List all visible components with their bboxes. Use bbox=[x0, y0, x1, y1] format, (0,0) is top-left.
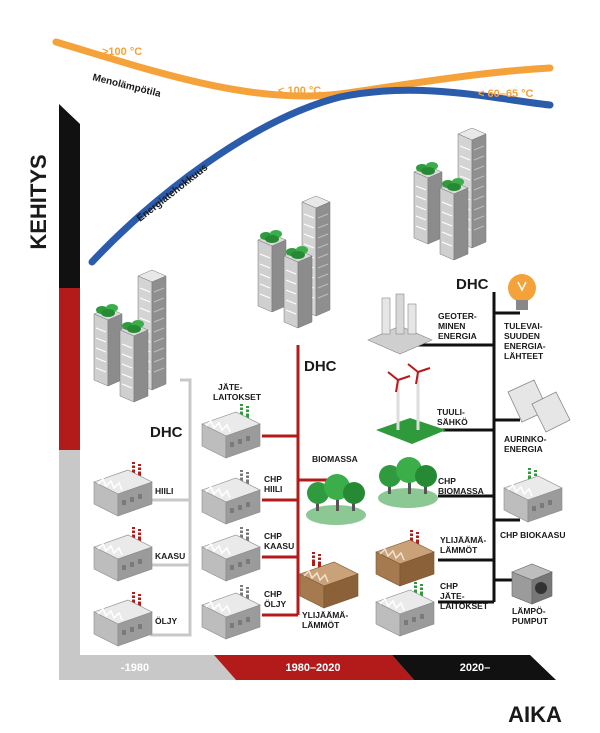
svg-text:HIILI: HIILI bbox=[155, 486, 173, 496]
era3-dhc-label: DHC bbox=[456, 276, 489, 293]
era2-chp-gas: CHP KAASU bbox=[201, 527, 294, 582]
era3-chp-waste: CHP JÄTE- LAITOKSET bbox=[375, 581, 489, 637]
svg-text:CHP BIOKAASU: CHP BIOKAASU bbox=[500, 530, 566, 540]
era-label-2: 1980–2020 bbox=[285, 662, 340, 674]
svg-text:ÖLJY: ÖLJY bbox=[264, 599, 287, 609]
era1-network bbox=[150, 378, 192, 637]
svg-text:BIOMASSA: BIOMASSA bbox=[312, 454, 358, 464]
svg-text:AURINKO-: AURINKO- bbox=[504, 434, 547, 444]
era2-city bbox=[258, 196, 330, 328]
efficiency-label: Energiatehokkuus bbox=[135, 162, 210, 224]
era3-geothermal: GEOTER- MINEN ENERGIA bbox=[367, 293, 477, 355]
svg-text:LÄMPÖ-: LÄMPÖ- bbox=[512, 606, 546, 616]
svg-text:LÄMMÖT: LÄMMÖT bbox=[302, 620, 340, 630]
era-bar: -1980 1980–2020 2020– bbox=[59, 655, 556, 680]
svg-text:CHP: CHP bbox=[264, 531, 282, 541]
svg-text:LÄMMÖT: LÄMMÖT bbox=[440, 545, 478, 555]
svg-text:YLIJÄÄMÄ-: YLIJÄÄMÄ- bbox=[440, 535, 486, 545]
era3-heat-pumps: LÄMPÖ- PUMPUT bbox=[511, 563, 553, 626]
svg-text:KAASU: KAASU bbox=[264, 541, 294, 551]
temp-point-1: >100 °C bbox=[102, 46, 142, 58]
era3-future-sources: TULEVAI- SUUDEN ENERGIA- LÄHTEET bbox=[504, 274, 546, 361]
svg-text:ÖLJY: ÖLJY bbox=[155, 616, 178, 626]
svg-text:CHP: CHP bbox=[438, 476, 456, 486]
svg-text:CHP: CHP bbox=[440, 581, 458, 591]
supply-temperature-curve bbox=[52, 38, 554, 100]
svg-text:ENERGIA: ENERGIA bbox=[504, 444, 543, 454]
era3-wind: TUULI- SÄHKÖ bbox=[376, 363, 468, 444]
svg-text:JÄTE-: JÄTE- bbox=[440, 591, 465, 601]
svg-text:BIOMASSA: BIOMASSA bbox=[438, 486, 484, 496]
era3-solar: AURINKO- ENERGIA bbox=[504, 379, 571, 454]
svg-text:LAITOKSET: LAITOKSET bbox=[440, 601, 489, 611]
svg-text:PUMPUT: PUMPUT bbox=[512, 616, 549, 626]
svg-text:ENERGIA: ENERGIA bbox=[438, 331, 477, 341]
svg-text:HIILI: HIILI bbox=[264, 484, 282, 494]
svg-text:CHP: CHP bbox=[264, 474, 282, 484]
era3-chp-biomass: CHP BIOMASSA bbox=[378, 457, 484, 508]
energy-efficiency-curve bbox=[88, 86, 554, 266]
era1-coal-plant: HIILI bbox=[93, 462, 173, 517]
x-axis-label: AIKA bbox=[508, 702, 562, 727]
era1-dhc-label: DHC bbox=[150, 424, 183, 441]
temp-point-3: < 60–65 °C bbox=[478, 88, 534, 100]
era3-network bbox=[418, 292, 520, 604]
development-axis bbox=[59, 104, 80, 680]
supply-temp-label: Menolämpötila bbox=[91, 72, 162, 100]
svg-text:MINEN: MINEN bbox=[438, 321, 465, 331]
svg-text:YLIJÄÄMÄ-: YLIJÄÄMÄ- bbox=[302, 610, 348, 620]
era1-oil-plant: ÖLJY bbox=[93, 592, 178, 647]
svg-text:KAASU: KAASU bbox=[155, 551, 185, 561]
temp-point-2: < 100 °C bbox=[278, 85, 321, 97]
era2-chp-coal: CHP HIILI bbox=[201, 470, 282, 525]
svg-text:LAITOKSET: LAITOKSET bbox=[213, 392, 262, 402]
era2-excess-heat: YLIJÄÄMÄ- LÄMMÖT bbox=[299, 552, 359, 630]
svg-text:SÄHKÖ: SÄHKÖ bbox=[437, 417, 468, 427]
era-label-3: 2020– bbox=[460, 662, 491, 674]
svg-text:TULEVAI-: TULEVAI- bbox=[504, 321, 543, 331]
era3-city bbox=[414, 128, 486, 260]
svg-text:LÄHTEET: LÄHTEET bbox=[504, 351, 544, 361]
era2-dhc-label: DHC bbox=[304, 358, 337, 375]
svg-text:CHP: CHP bbox=[264, 589, 282, 599]
svg-text:JÄTE-: JÄTE- bbox=[218, 382, 243, 392]
era-label-1: -1980 bbox=[121, 662, 149, 674]
era2-waste-plant: JÄTE- LAITOKSET bbox=[201, 382, 262, 459]
era1-gas-plant: KAASU bbox=[93, 527, 185, 582]
y-axis-label: KEHITYS bbox=[26, 154, 51, 249]
era3-chp-biogas: CHP BIOKAASU bbox=[500, 468, 566, 540]
era2-network bbox=[262, 345, 335, 617]
svg-text:ENERGIA-: ENERGIA- bbox=[504, 341, 546, 351]
era2-biomass: BIOMASSA bbox=[306, 454, 366, 525]
svg-text:TUULI-: TUULI- bbox=[437, 407, 465, 417]
era2-chp-oil: CHP ÖLJY bbox=[201, 585, 287, 640]
svg-text:SUUDEN: SUUDEN bbox=[504, 331, 540, 341]
svg-text:GEOTER-: GEOTER- bbox=[438, 311, 477, 321]
era3-excess-heat: YLIJÄÄMÄ- LÄMMÖT bbox=[375, 530, 486, 587]
era1-city bbox=[94, 270, 166, 402]
